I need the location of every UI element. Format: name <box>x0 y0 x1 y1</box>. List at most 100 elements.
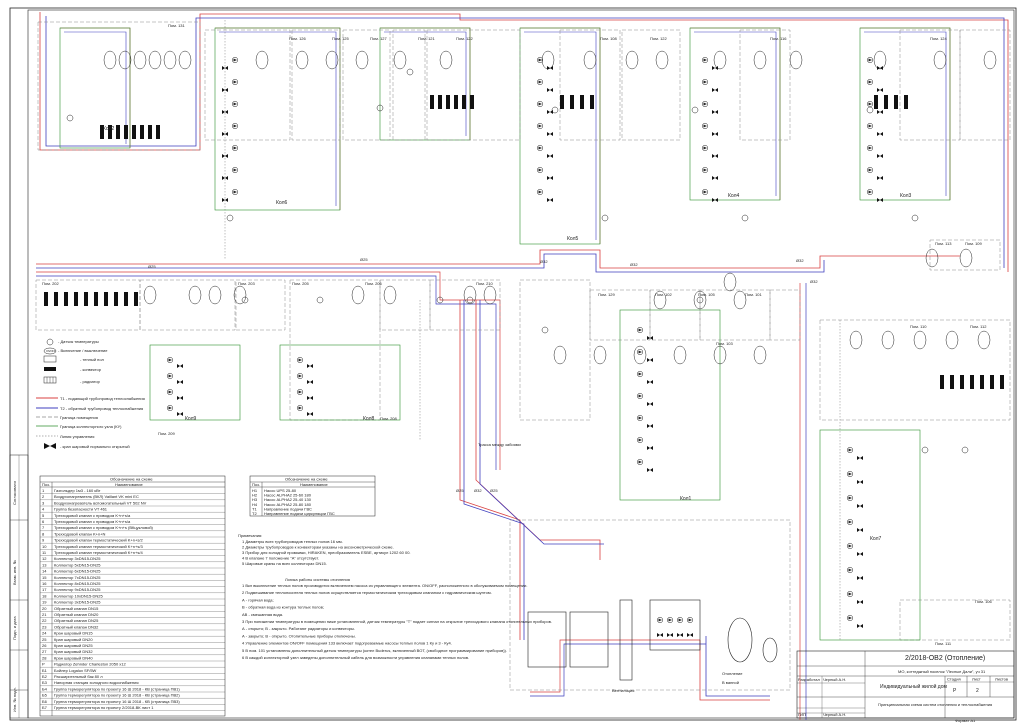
table1-row-pos: Б3 <box>42 680 48 685</box>
principle-item: 4 Управление элементов ON/OFF помещения … <box>242 641 452 646</box>
ball-valve-icon <box>222 132 228 136</box>
pump-icon <box>636 326 644 334</box>
ball-valve-icon <box>547 66 553 70</box>
margin-label-replace: Взам. инв. № <box>12 560 17 585</box>
pump-icon <box>231 100 239 108</box>
floor-loop-icon <box>977 330 991 350</box>
convector-icon <box>980 375 984 389</box>
table1-col-pos: Поз. <box>42 482 50 487</box>
collector-boundary <box>689 27 781 201</box>
pump-arrow-icon <box>298 390 302 394</box>
legend-radiator-text: - радиатор <box>80 379 101 384</box>
ball-valve-icon <box>712 198 718 202</box>
ball-valve-icon <box>547 110 553 114</box>
ball-valve-icon <box>877 176 883 180</box>
table1-row-pos: 11 <box>42 550 47 555</box>
margin-label-inv: Инв. № подл. <box>12 687 17 712</box>
ball-valve-icon <box>857 600 863 604</box>
floor-loop-icon <box>208 285 222 305</box>
pump-arrow-icon <box>638 328 642 332</box>
pump-icon <box>701 144 709 152</box>
table1-row-pos: 3 <box>42 500 45 505</box>
pump-arrow-icon <box>703 58 707 62</box>
floor-loop-icon <box>713 50 727 70</box>
ball-valve-icon <box>712 176 718 180</box>
table1-row-name: Обратный клапан DN20 <box>54 612 99 617</box>
ball-valve-icon <box>307 396 313 400</box>
floor-loop-icon <box>383 285 397 305</box>
room-label-205: Пом. 205 <box>292 281 310 286</box>
ball-valve-icon <box>647 358 653 362</box>
return-riser-b <box>479 300 604 545</box>
floor-loop-icon <box>233 285 247 305</box>
table1-row-pos: Б7 <box>42 705 48 710</box>
table1-row-pos: 28 <box>42 655 47 660</box>
room-boundary <box>37 21 201 151</box>
pipe-label-d32-a: Ø25 <box>360 257 368 262</box>
pump-icon <box>846 494 854 502</box>
pipe-label-d32-c: Ø32 <box>796 258 804 263</box>
table1-row-name: Трехходовой клапан термостатический K+n+… <box>54 550 143 555</box>
convector-icon <box>124 292 128 306</box>
convector-icon <box>446 95 450 109</box>
pump-icon <box>846 470 854 478</box>
ball-valve-icon <box>667 633 673 637</box>
pump-icon <box>846 590 854 598</box>
pump-icon <box>701 78 709 86</box>
pump-arrow-icon <box>538 124 542 128</box>
legend-valve: - кран шаровый нормально открытый <box>44 443 130 449</box>
table1-row-name: Коллектор 5xDN15-DN25 <box>54 562 101 567</box>
pump-icon <box>231 56 239 64</box>
room-boundary <box>429 279 501 331</box>
pump-arrow-icon <box>168 358 172 362</box>
margin-label-agreed: Согласовано <box>12 480 17 505</box>
convector-icon <box>454 95 458 109</box>
room-label-122: Пом. 122 <box>456 36 474 41</box>
pump-icon <box>866 122 874 130</box>
principle-item: 3 При понижении температуры в помещении … <box>242 619 552 624</box>
room-boundary <box>235 279 286 331</box>
table2-row-pos: Т1 <box>252 506 257 511</box>
convector-icon <box>74 292 78 306</box>
floor-loop-icon <box>355 50 369 70</box>
pump-arrow-icon <box>868 168 872 172</box>
pump-arrow-icon <box>298 374 302 378</box>
temperature-sensor-icon <box>66 114 74 122</box>
water-heater-icon <box>727 617 753 663</box>
table1-row-name: Коллектор 8xDN15-DN25 <box>54 581 101 586</box>
margin-label-sign: Подп. и дата <box>12 616 17 640</box>
heating-label: Отопление <box>722 671 743 676</box>
table1-row-name: Газгольдер 1м3 - 160 кВт <box>54 488 101 493</box>
branch-supply <box>860 27 951 200</box>
pump-icon <box>166 404 174 412</box>
table1-row-name: Расширительный бак 80 л <box>54 674 103 679</box>
table1-row-name: Обратный клапан DN25 <box>54 618 99 623</box>
temperature-sensor-icon <box>551 106 559 114</box>
collector-boundary <box>819 429 921 641</box>
ball-valve-icon <box>307 380 313 384</box>
table1-row-name: Кран шаровый DN25 <box>54 643 93 648</box>
room-label-113: Пом. 113 <box>935 241 952 246</box>
room-label-112: Пом. 112 <box>970 324 987 329</box>
convector-icon <box>104 292 108 306</box>
pipe-label-d32-d: Ø32 <box>810 279 818 284</box>
pump-arrow-icon <box>298 358 302 362</box>
table1-row-name: Группа терморегулятора по проекту 16 Ш 2… <box>54 693 180 698</box>
ball-valve-icon <box>857 552 863 556</box>
table2-row-name: Направление подачи ГВС <box>264 506 312 511</box>
ball-valve-icon <box>647 336 653 340</box>
convector-icon <box>560 95 564 109</box>
floor-loop-icon <box>753 50 767 70</box>
room-boundary <box>426 29 521 141</box>
pump-icon <box>656 616 664 624</box>
room-label-131: Пом. 131 <box>168 23 186 28</box>
room-label-124: Пом. 124 <box>930 36 948 41</box>
table1-row-pos: 18 <box>42 593 47 598</box>
ball-valve-icon <box>712 110 718 114</box>
pump-arrow-icon <box>538 58 542 62</box>
room-label-206: Пом. 206 <box>365 281 383 286</box>
room-label-127: Пом. 127 <box>370 36 388 41</box>
pump-icon <box>166 372 174 380</box>
convector-icon <box>140 125 144 139</box>
ball-valve-icon <box>647 468 653 472</box>
